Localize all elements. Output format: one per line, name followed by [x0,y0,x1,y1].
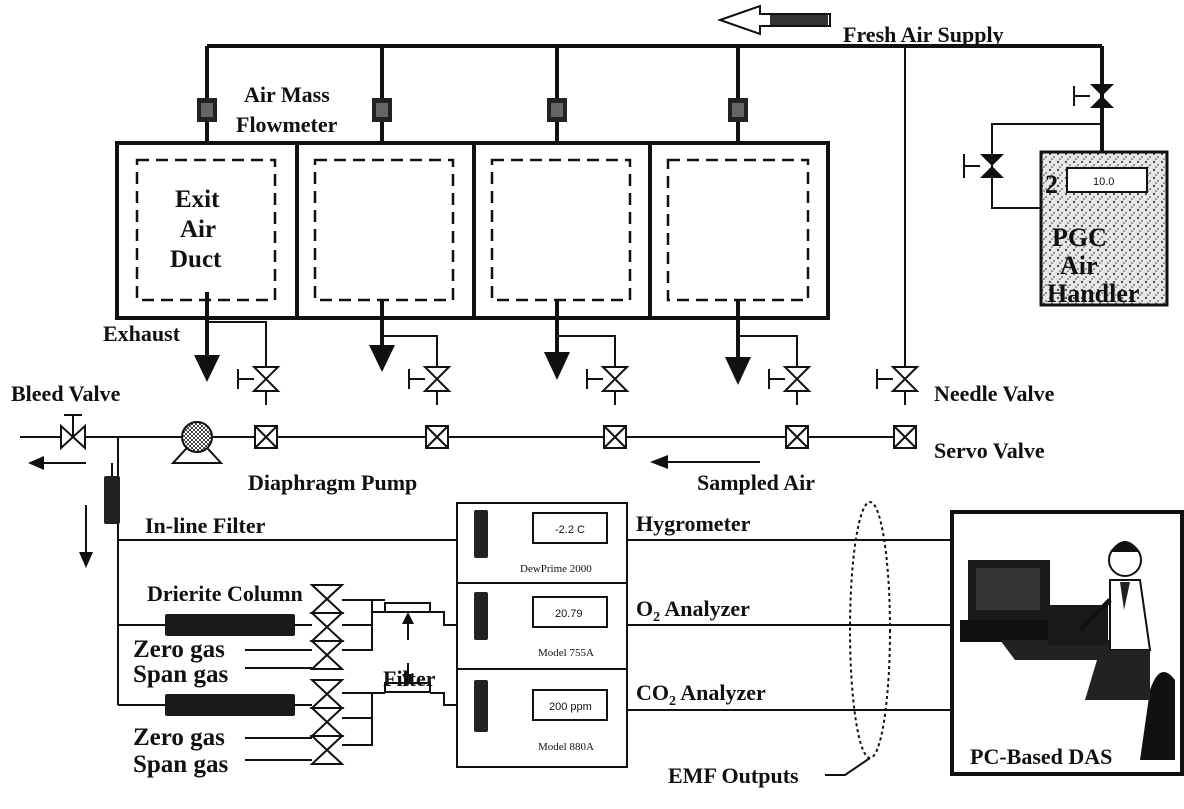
hygrometer-label: Hygrometer [636,511,751,536]
fresh-air-arrow-icon [716,4,831,36]
emf-outputs-ellipse [825,501,891,776]
chamber-inlet-pipes [205,122,740,143]
inline-filter-label: In-line Filter [145,513,266,538]
pgc-digit: 2 [1045,170,1058,199]
hygrometer-model: DewPrime 2000 [520,563,592,575]
o2-pre: O [636,596,653,621]
exit-label: Exit [175,186,220,213]
sampled-air-arrow-icon [650,455,760,469]
o2-analyzer-label: O2 Analyzer [636,596,750,625]
chamber-row [115,141,830,320]
drierite-column-label: Drierite Column [147,581,303,606]
gas-inlet-lines [245,599,385,761]
air-mass-flowmeter-icon [197,98,748,122]
o2-model: Model 755A [538,647,594,659]
vent-arrow-icon [79,505,93,568]
co2-analyzer-label: CO2 Analyzer [636,680,766,709]
bleed-outlet-arrow-icon [28,456,86,470]
sample-tap-lines [206,292,798,356]
co2-model: Model 880A [538,741,594,753]
filter-label: Filter [383,666,436,691]
o2-analyzer-unit: 20.79 Model 755A [474,592,608,659]
co2-sub: 2 [669,694,676,709]
fresh-air-supply-label: Fresh Air Supply [843,22,1004,47]
air-mass-label: Air Mass [244,82,330,107]
pgc-title-line2: Air [1060,251,1098,280]
signal-lines [627,539,952,711]
needle-valve-label: Needle Valve [934,381,1055,406]
o2-display: 20.79 [555,608,583,620]
drierite-column-icons [165,614,312,716]
flowmeter-label: Flowmeter [236,112,338,137]
pgc-title-line1: PGC [1052,223,1107,252]
needle-valve-icons [237,355,920,405]
air-label: Air [180,216,216,243]
exhaust-label: Exhaust [103,321,181,346]
pc-based-das-label: PC-Based DAS [970,744,1112,769]
filter-icons [372,602,457,706]
hygrometer-display: -2.2 C [555,524,585,536]
o2-sub: 2 [653,610,660,625]
inline-filter-icon [104,463,120,524]
computer-operator-icon [960,541,1175,760]
pgc-supply-valve-icons [963,84,1114,209]
pgc-air-handler: 10.0 2 PGC Air Handler [1039,150,1169,308]
duct-label: Duct [170,246,222,273]
bleed-valve-label: Bleed Valve [11,381,121,406]
sampled-air-label: Sampled Air [697,470,815,495]
span-gas-label-1: Span gas [133,661,228,688]
diaphragm-pump-label: Diaphragm Pump [248,470,417,495]
o2-post: Analyzer [660,596,750,621]
zero-gas-label-1: Zero gas [133,636,225,663]
co2-analyzer-unit: 200 ppm Model 880A [474,680,608,753]
co2-post: Analyzer [676,680,766,705]
pgc-display: 10.0 [1093,176,1114,188]
bleed-valve-icon [60,414,86,451]
pgc-title-line3: Handler [1047,279,1139,308]
servo-valve-icons [254,425,917,449]
zero-gas-label-2: Zero gas [133,724,225,751]
span-gas-label-2: Span gas [133,751,228,778]
hygrometer-unit: -2.2 C DewPrime 2000 [474,510,608,575]
servo-valve-label: Servo Valve [934,438,1045,463]
diaphragm-pump-icon [170,421,224,464]
emf-outputs-label: EMF Outputs [668,763,799,788]
gas-selector-valve-icons [309,584,345,765]
co2-pre: CO [636,680,669,705]
co2-display: 200 ppm [549,701,592,713]
